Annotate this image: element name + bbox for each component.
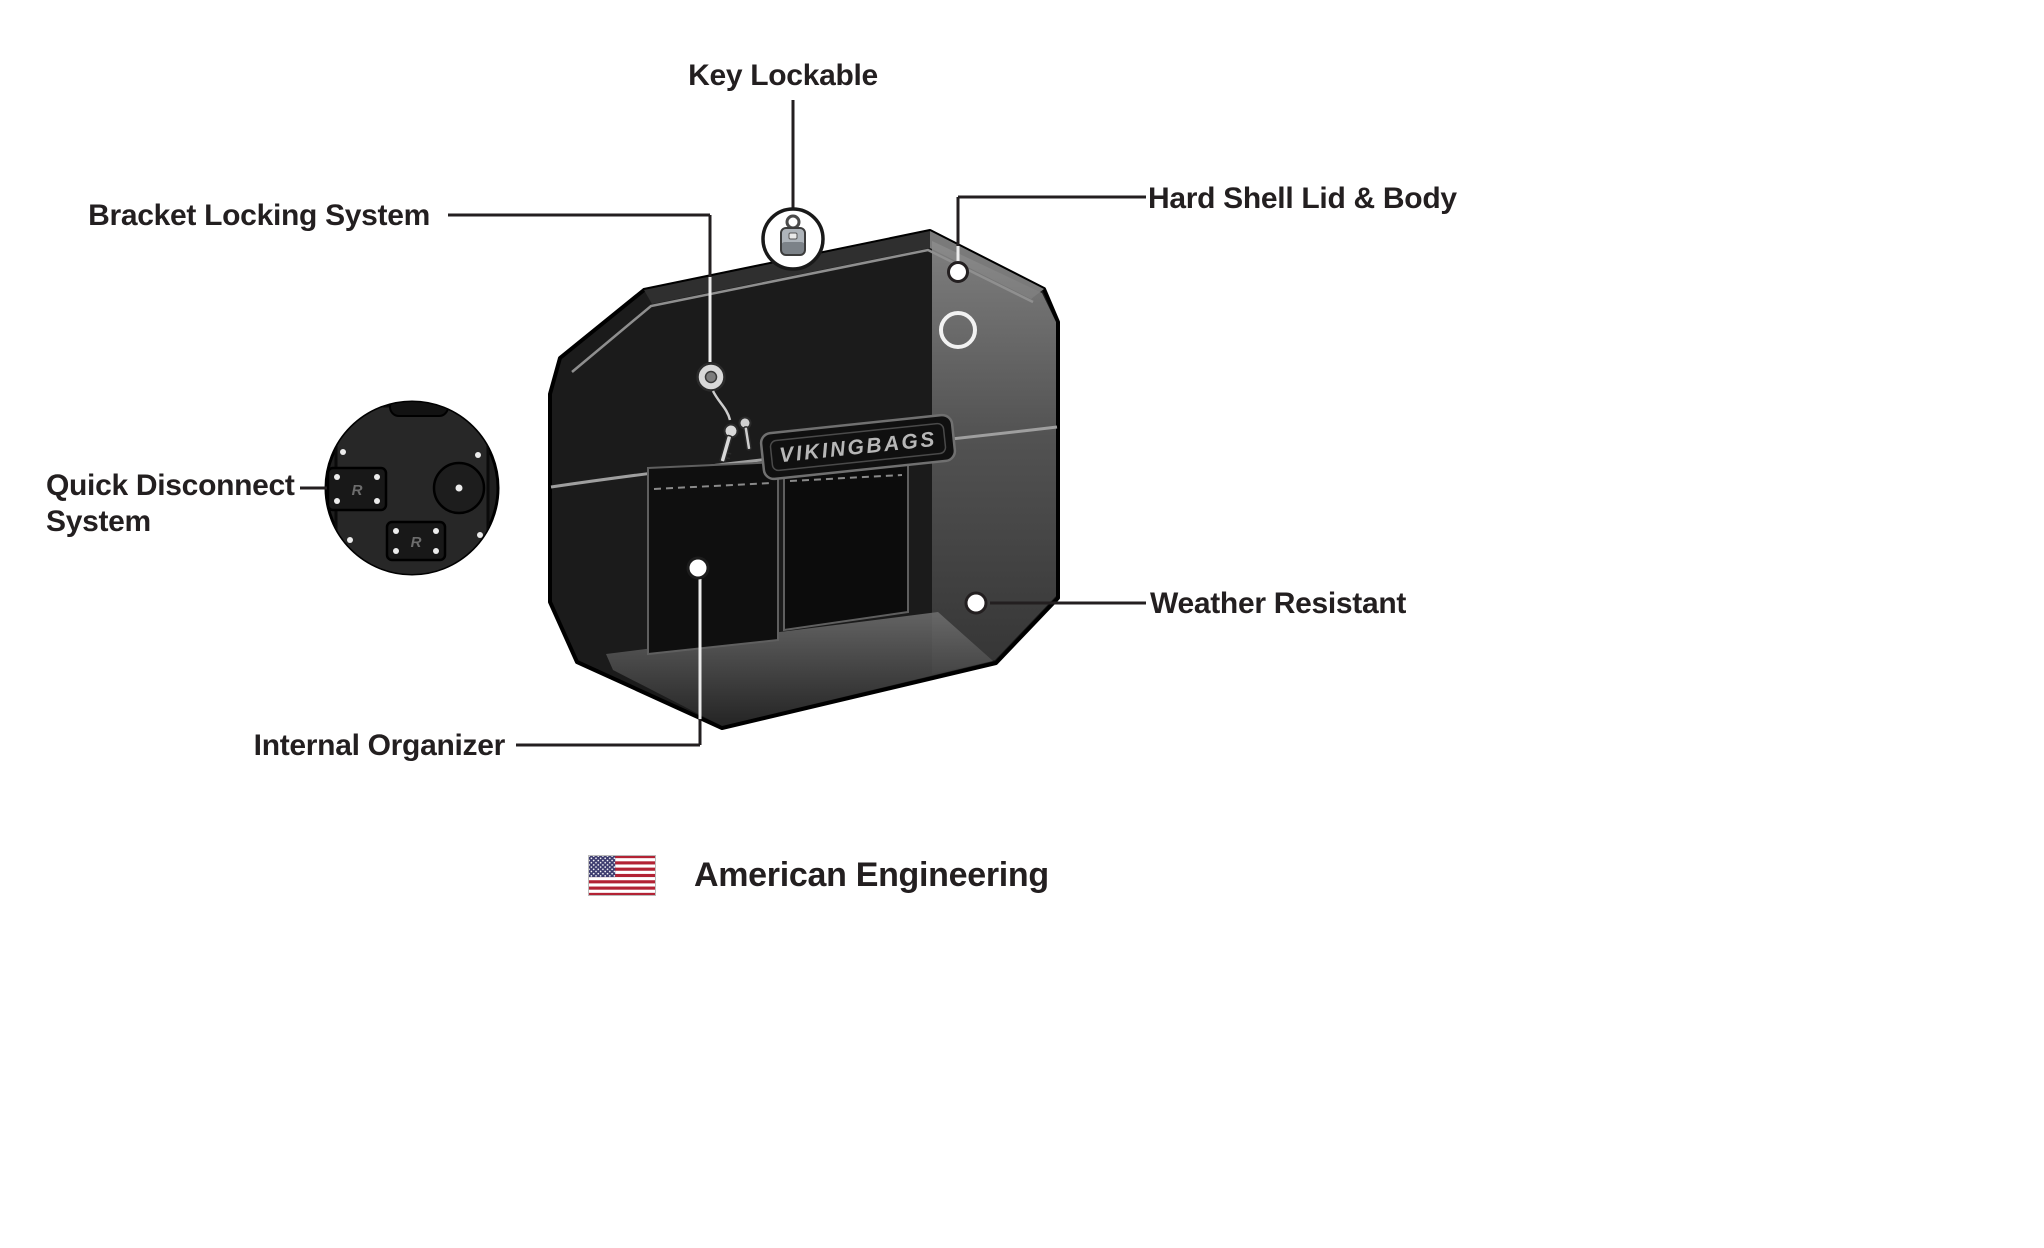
pocket-left bbox=[647, 460, 779, 656]
keys-icon bbox=[711, 390, 752, 463]
lid-inner-outline bbox=[571, 248, 1034, 373]
callout-label-internal-organizer: Internal Organizer bbox=[253, 729, 506, 762]
footer: American Engineering bbox=[588, 855, 1049, 896]
disconnect-disc bbox=[432, 461, 486, 515]
lock-cylinder bbox=[696, 362, 726, 392]
quick-disconnect-inset: R R bbox=[324, 400, 500, 576]
callout-line-hard-shell bbox=[956, 195, 1146, 246]
callout-lines bbox=[300, 100, 1146, 747]
pocket-left-stitch bbox=[653, 482, 773, 490]
key-button bbox=[788, 232, 798, 240]
marker-weather-resistant bbox=[964, 591, 988, 615]
us-flag-icon bbox=[588, 855, 656, 896]
mounting-bracket-lower: R bbox=[385, 520, 447, 562]
saddlebag-illustration: VIKINGBAGS bbox=[548, 229, 1060, 730]
marker-hard-shell-dot bbox=[947, 261, 969, 283]
screw-dot bbox=[475, 452, 481, 458]
screw-dot bbox=[477, 532, 483, 538]
callout-label-bracket-locking-system: Bracket Locking System bbox=[88, 199, 430, 232]
callout-label-hard-shell-lid-body: Hard Shell Lid & Body bbox=[1148, 182, 1457, 215]
marker-hard-shell-ring bbox=[939, 311, 977, 349]
key-head-outline bbox=[780, 227, 806, 256]
marker-internal-organizer bbox=[686, 556, 710, 580]
plate-handle-slot bbox=[389, 402, 449, 417]
svg-text:R: R bbox=[411, 534, 422, 551]
right-gloss-panel bbox=[932, 241, 1056, 674]
quick-disconnect-line2: System bbox=[46, 505, 151, 538]
callout-label-quick-disconnect-system: Quick Disconnect System bbox=[46, 468, 295, 540]
screw-dot bbox=[347, 537, 353, 543]
callout-line-internal-organizer bbox=[516, 719, 702, 747]
quick-disconnect-line1: Quick Disconnect bbox=[46, 469, 295, 502]
callout-label-weather-resistant: Weather Resistant bbox=[1150, 587, 1407, 620]
callout-line-bracket-locking bbox=[448, 213, 712, 277]
american-engineering-label: American Engineering bbox=[694, 856, 1049, 894]
key-fob-emblem bbox=[761, 207, 825, 271]
screw-dot bbox=[340, 449, 346, 455]
key-head-lower bbox=[781, 242, 805, 255]
internal-organizer-pockets bbox=[647, 453, 909, 656]
mounting-bracket-upper: R bbox=[326, 466, 388, 512]
svg-text:R: R bbox=[352, 482, 363, 499]
pocket-right-stitch bbox=[789, 474, 903, 482]
callout-label-key-lockable: Key Lockable bbox=[688, 59, 878, 92]
callout-markers bbox=[686, 261, 988, 615]
vikingbags-badge: VIKINGBAGS bbox=[759, 413, 957, 481]
interior-floor bbox=[606, 612, 993, 726]
